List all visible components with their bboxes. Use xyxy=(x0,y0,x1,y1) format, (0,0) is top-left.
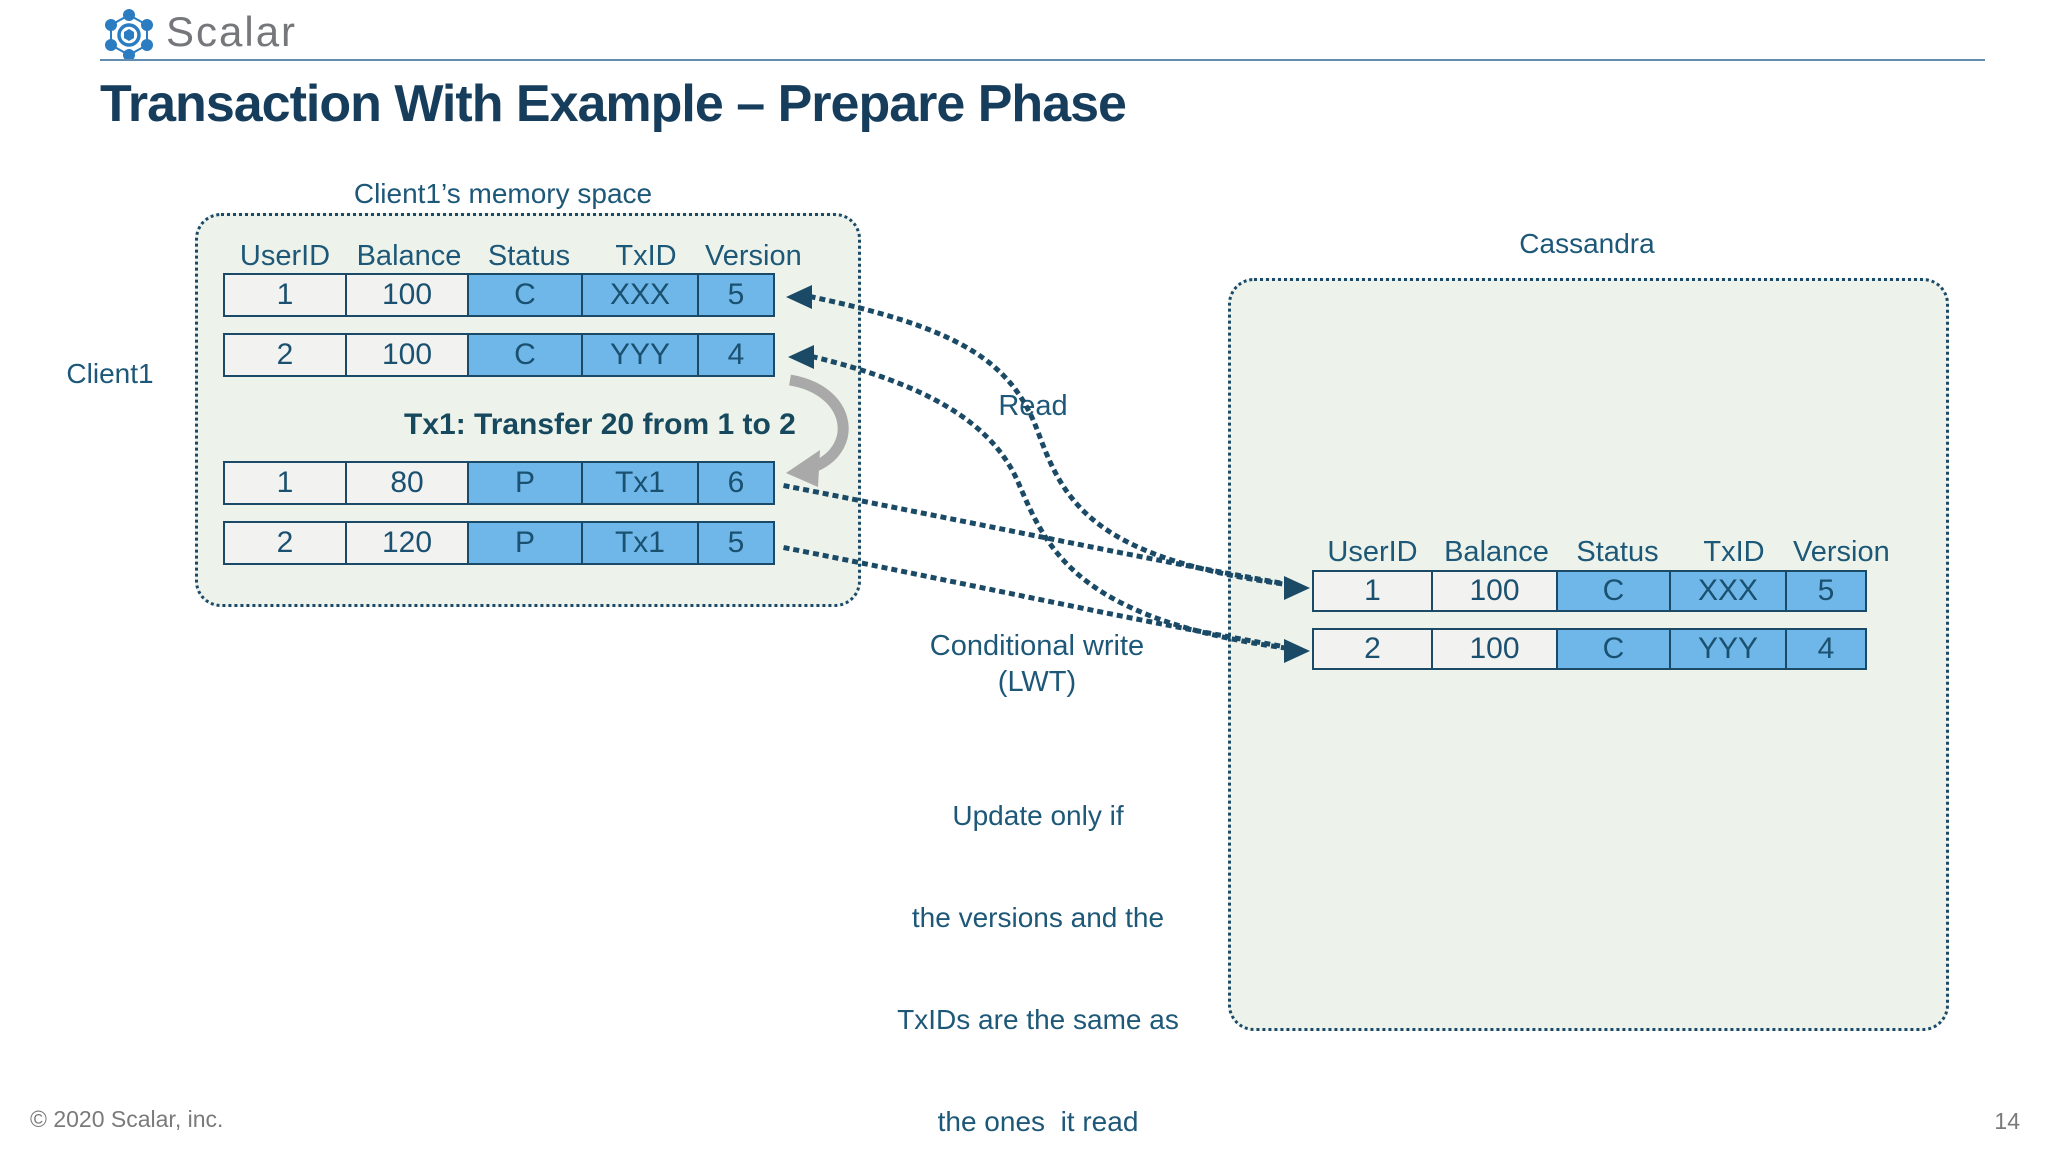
cassandra-label: Cassandra xyxy=(1519,228,1655,259)
column-header: Status xyxy=(1576,536,1659,568)
cell-status: P xyxy=(467,521,583,565)
update-note-line: the versions and the xyxy=(911,902,1165,933)
table-row-client-after-2: 2 120 P Tx1 5 xyxy=(223,521,775,565)
footer-copyright: © 2020 Scalar, inc. xyxy=(30,1106,224,1132)
cell-userid: 2 xyxy=(223,333,347,377)
cell-balance: 80 xyxy=(345,461,469,505)
table-row-client-after-1: 1 80 P Tx1 6 xyxy=(223,461,775,505)
table-row-client-before-2: 2 100 C YYY 4 xyxy=(223,333,775,377)
update-note: Update only if the versions and the TxID… xyxy=(862,731,1214,1152)
cell-userid: 1 xyxy=(223,273,347,317)
cell-version: 6 xyxy=(697,461,775,505)
client-table-header: UserID Balance Status TxID Version xyxy=(223,240,802,273)
lwt-label: (LWT) xyxy=(997,666,1077,698)
column-header: UserID xyxy=(239,240,331,272)
cassandra-table-header: UserID Balance Status TxID Version xyxy=(1312,536,1890,569)
cell-status: C xyxy=(1556,570,1671,612)
cell-txid: XXX xyxy=(581,273,699,317)
cell-userid: 1 xyxy=(223,461,347,505)
cell-txid: XXX xyxy=(1669,570,1787,612)
update-note-line: TxIDs are the same as xyxy=(897,1004,1179,1035)
page-title: Transaction With Example – Prepare Phase xyxy=(100,75,1127,133)
cell-balance: 100 xyxy=(1431,570,1558,612)
cell-status: C xyxy=(467,273,583,317)
scalar-logo-icon xyxy=(105,9,153,61)
cell-version: 4 xyxy=(697,333,775,377)
table-row-cassandra-2: 2 100 C YYY 4 xyxy=(1312,628,1867,670)
cell-userid: 1 xyxy=(1312,570,1433,612)
write-arrow-1 xyxy=(783,483,1289,587)
cell-userid: 2 xyxy=(223,521,347,565)
cell-version: 4 xyxy=(1785,628,1867,670)
column-header: Version xyxy=(1793,536,1890,568)
cell-userid: 2 xyxy=(1312,628,1433,670)
column-header: UserID xyxy=(1327,536,1418,568)
cell-version: 5 xyxy=(697,521,775,565)
page-number: 14 xyxy=(1994,1108,2020,1134)
column-header: Balance xyxy=(356,240,462,272)
column-header: Balance xyxy=(1444,536,1549,568)
cell-status: P xyxy=(467,461,583,505)
cell-txid: Tx1 xyxy=(581,461,699,505)
cell-status: C xyxy=(1556,628,1671,670)
cell-balance: 100 xyxy=(1431,628,1558,670)
cell-txid: Tx1 xyxy=(581,521,699,565)
client-memory-space-label: Client1’s memory space xyxy=(353,178,653,209)
table-row-cassandra-1: 1 100 C XXX 5 xyxy=(1312,570,1867,612)
column-header: Version xyxy=(705,240,802,272)
conditional-write-label: Conditional write xyxy=(929,630,1145,662)
write-arrows xyxy=(783,483,1289,650)
column-header: TxID xyxy=(615,240,677,272)
transaction-label: Tx1: Transfer 20 from 1 to 2 xyxy=(404,408,796,441)
update-note-line: Update only if xyxy=(952,800,1124,831)
cell-version: 5 xyxy=(697,273,775,317)
read-arrow-1 xyxy=(809,294,1301,589)
cell-txid: YYY xyxy=(1669,628,1787,670)
table-row-client-before-1: 1 100 C XXX 5 xyxy=(223,273,775,317)
cell-balance: 120 xyxy=(345,521,469,565)
header-divider xyxy=(100,59,1985,61)
update-note-line: the ones it read xyxy=(937,1106,1139,1137)
read-label: Read xyxy=(998,390,1068,422)
cell-balance: 100 xyxy=(345,333,469,377)
cell-balance: 100 xyxy=(345,273,469,317)
client-label: Client1 xyxy=(66,358,154,389)
cell-status: C xyxy=(467,333,583,377)
cell-version: 5 xyxy=(1785,570,1867,612)
read-arrows xyxy=(809,294,1301,652)
cell-txid: YYY xyxy=(581,333,699,377)
column-header: Status xyxy=(487,240,571,272)
column-header: TxID xyxy=(1703,536,1765,568)
logo-wordmark: Scalar xyxy=(166,8,298,55)
